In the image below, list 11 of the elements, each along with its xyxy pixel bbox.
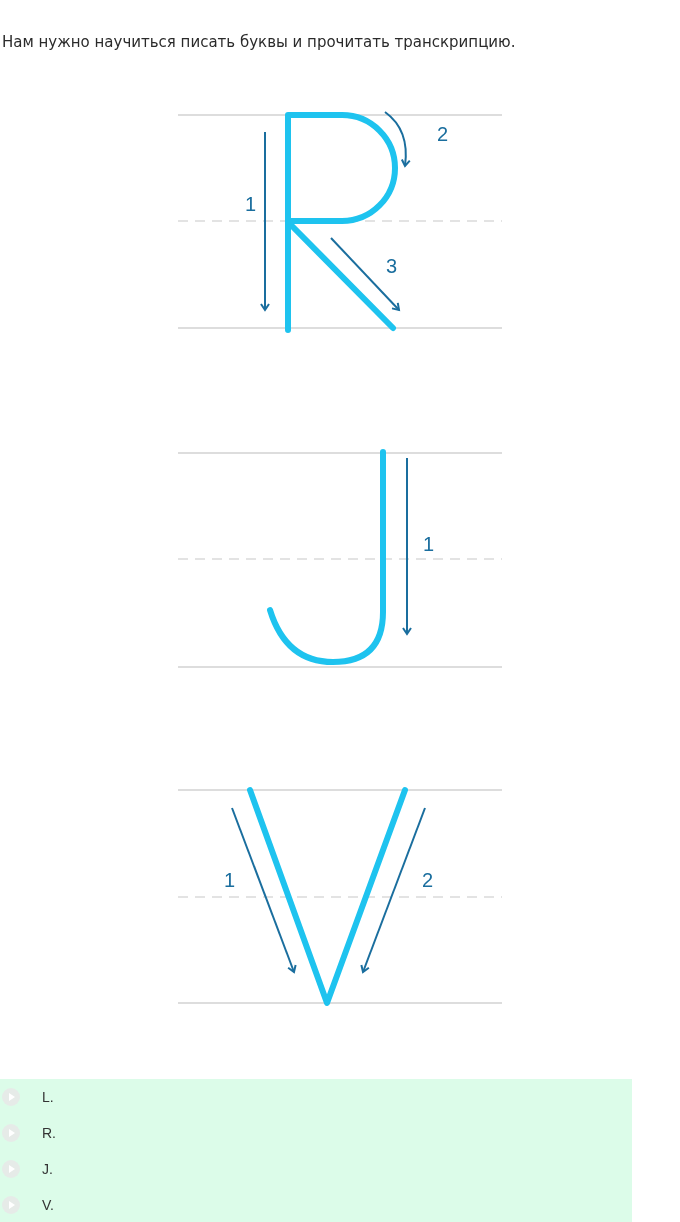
stroke-number: 2 (422, 870, 434, 890)
stroke-number: 1 (245, 194, 257, 214)
stroke-number: 1 (224, 870, 236, 890)
stroke-number: 1 (423, 534, 435, 554)
answer-option: R. (42, 1126, 56, 1140)
answer-option: V. (42, 1198, 54, 1212)
instruction-text: Нам нужно научиться писать буквы и прочитать транскрипцию. (2, 33, 516, 51)
answer-option: J. (42, 1162, 53, 1176)
stroke-number: 3 (386, 256, 398, 276)
answer-option: L. (42, 1090, 54, 1104)
stroke-number: 2 (437, 124, 449, 144)
